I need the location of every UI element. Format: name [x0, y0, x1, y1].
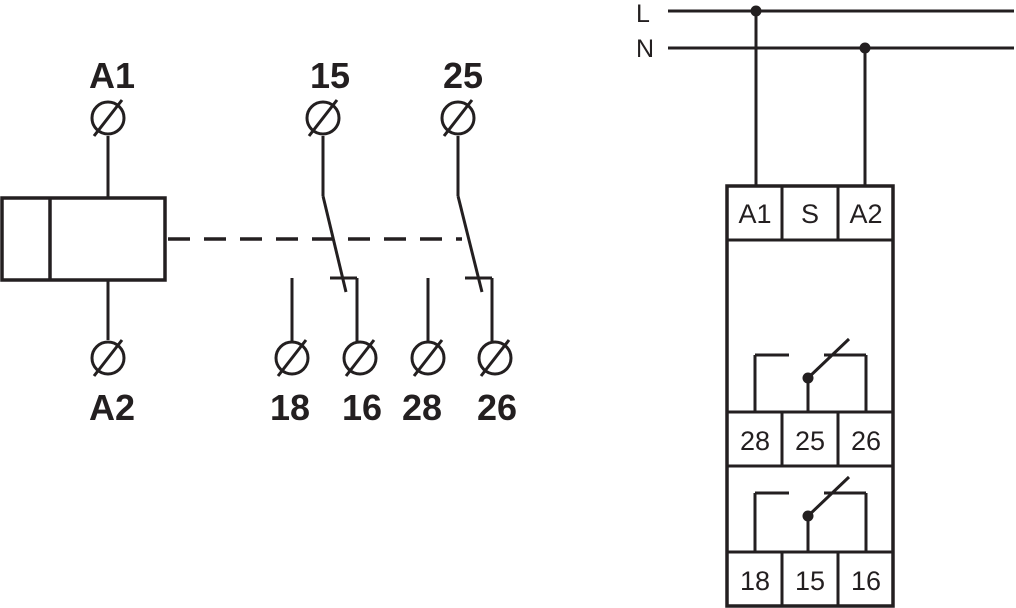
module-body: [725, 184, 895, 608]
relay-schematic: A1 A2 15 18 16: [0, 55, 517, 428]
wiring-diagram: L N A1 S A2 28 25: [636, 0, 1014, 608]
label-26: 26: [477, 387, 517, 428]
module-contact-2-symbol: [753, 337, 868, 412]
module-contact-1-symbol: [753, 475, 868, 552]
terminal-a1-symbol: [90, 99, 126, 137]
relay-coil: [0, 196, 167, 282]
label-28: 28: [402, 387, 442, 428]
module-terminal-15: 15: [795, 566, 825, 596]
label-16: 16: [342, 387, 382, 428]
label-line-n: N: [636, 35, 654, 63]
terminal-a2-symbol: [90, 339, 126, 377]
label-18: 18: [270, 387, 310, 428]
contact-2-schematic: [410, 99, 513, 377]
module-terminal-s: S: [801, 199, 819, 229]
label-a1: A1: [89, 55, 135, 96]
module-terminal-16: 16: [851, 566, 881, 596]
module-terminal-18: 18: [740, 566, 770, 596]
module-terminal-a1: A1: [738, 199, 771, 229]
label-a2: A2: [89, 387, 135, 428]
module-terminal-26: 26: [851, 426, 881, 456]
contact-1-schematic: [274, 99, 378, 377]
label-25: 25: [443, 55, 483, 96]
label-15: 15: [310, 55, 350, 96]
module-terminal-28: 28: [740, 426, 770, 456]
module-terminal-a2: A2: [849, 199, 882, 229]
module-terminal-25: 25: [795, 426, 825, 456]
label-line-l: L: [636, 0, 650, 28]
